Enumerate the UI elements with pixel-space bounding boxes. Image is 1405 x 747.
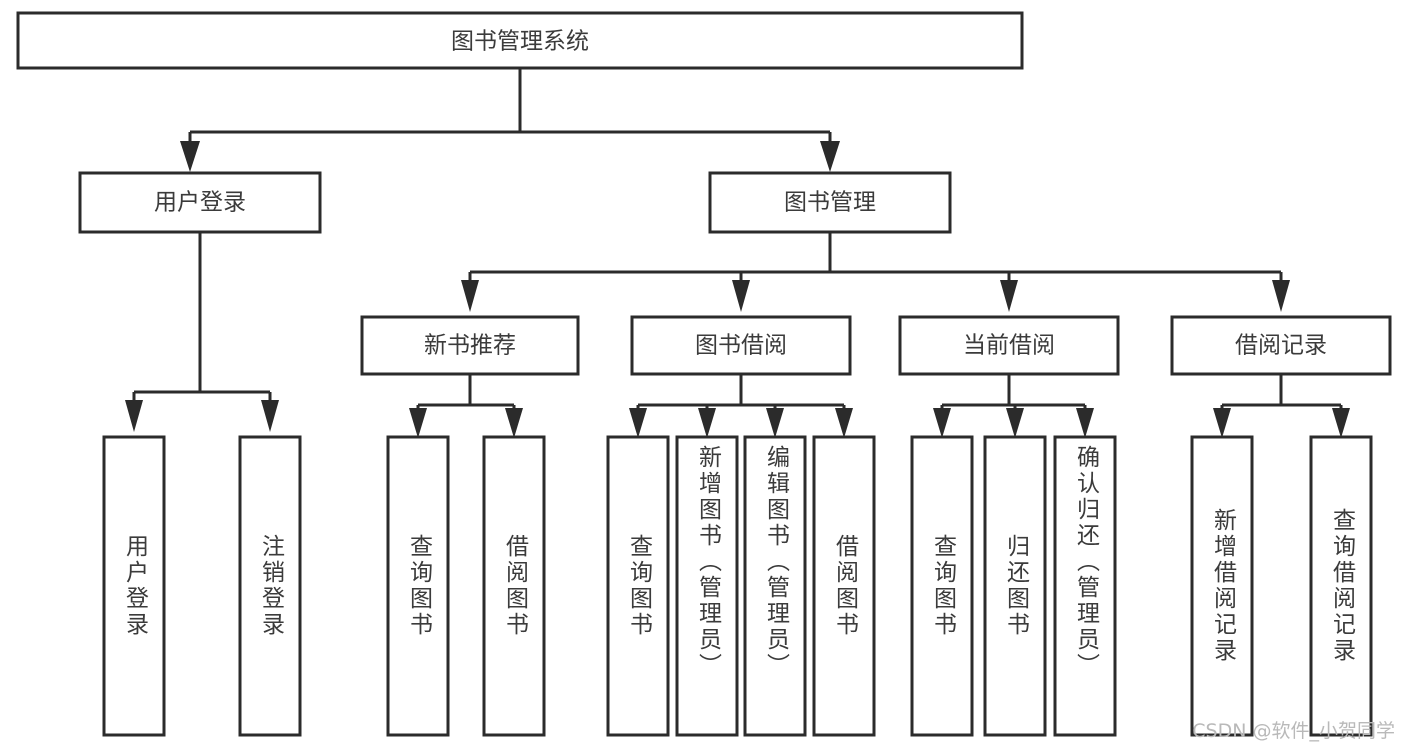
leaf-box-add-book[interactable] [675,435,739,737]
node-new-book-recommend[interactable]: 新书推荐 [360,315,580,376]
leaf-box-return-book[interactable] [983,435,1047,737]
node-book-borrow-box [630,315,852,376]
arrow-head-leaf-edit-book [766,408,784,438]
node-book-borrow-label: 图书借阅 [695,333,787,359]
node-borrow-record[interactable]: 借阅记录 [1170,315,1392,376]
node-borrow-record-box [1170,315,1392,376]
arrow-head-leaf-borrow-book-2 [835,408,853,438]
arrow-head-new-book-recommend [461,280,479,312]
node-book-management-label: 图书管理 [784,190,876,216]
node-root-label: 图书管理系统 [451,29,589,55]
leaf-box-query-book-1[interactable] [386,435,450,737]
node-current-borrow-label: 当前借阅 [963,333,1055,359]
leaf-box-query-book-3[interactable] [910,435,974,737]
leaf-box-query-book-2[interactable] [606,435,670,737]
node-book-management-box [708,171,952,234]
arrow-head-current-borrow [1000,280,1018,312]
node-current-borrow[interactable]: 当前借阅 [898,315,1120,376]
node-user-login-label: 用户登录 [154,190,246,216]
node-book-management[interactable]: 图书管理 [708,171,952,234]
arrow-head-leaf-borrow-book-1 [505,408,523,438]
arrow-head-leaf-query-book-3 [933,408,951,438]
arrow-head-leaf-confirm-return [1076,408,1094,438]
leaf-box-user-login[interactable] [102,435,166,737]
leaf-box-query-record[interactable] [1309,435,1373,737]
arrow-head-book-borrow [732,280,750,312]
arrow-head-leaf-add-book [698,408,716,438]
arrow-head-leaf-return-book [1006,408,1024,438]
node-user-login[interactable]: 用户登录 [78,171,322,234]
node-borrow-record-label: 借阅记录 [1235,333,1327,359]
node-root[interactable]: 图书管理系统 [16,11,1024,70]
arrow-head-book-management [820,141,840,172]
arrow-head-leaf-query-record [1332,408,1350,438]
arrow-head-leaf-add-record [1213,408,1231,438]
arrow-head-leaf-query-book-1 [409,408,427,438]
leaf-box-borrow-book-2[interactable] [812,435,876,737]
arrow-head-leaf-logout [261,400,279,432]
leaf-box-confirm-return[interactable] [1053,435,1117,737]
leaf-box-logout[interactable] [238,435,302,737]
leaf-box-edit-book[interactable] [743,435,807,737]
node-root-box [16,11,1024,70]
node-current-borrow-box [898,315,1120,376]
leaf-box-add-record[interactable] [1190,435,1254,737]
arrow-head-borrow-record [1272,280,1290,312]
node-new-book-recommend-label: 新书推荐 [424,333,516,359]
arrow-head-leaf-query-book-2 [629,408,647,438]
arrow-head-user-login [180,141,200,172]
leaf-box-borrow-book-1[interactable] [482,435,546,737]
node-new-book-recommend-box [360,315,580,376]
arrow-head-leaf-user-login [125,400,143,432]
node-book-borrow[interactable]: 图书借阅 [630,315,852,376]
